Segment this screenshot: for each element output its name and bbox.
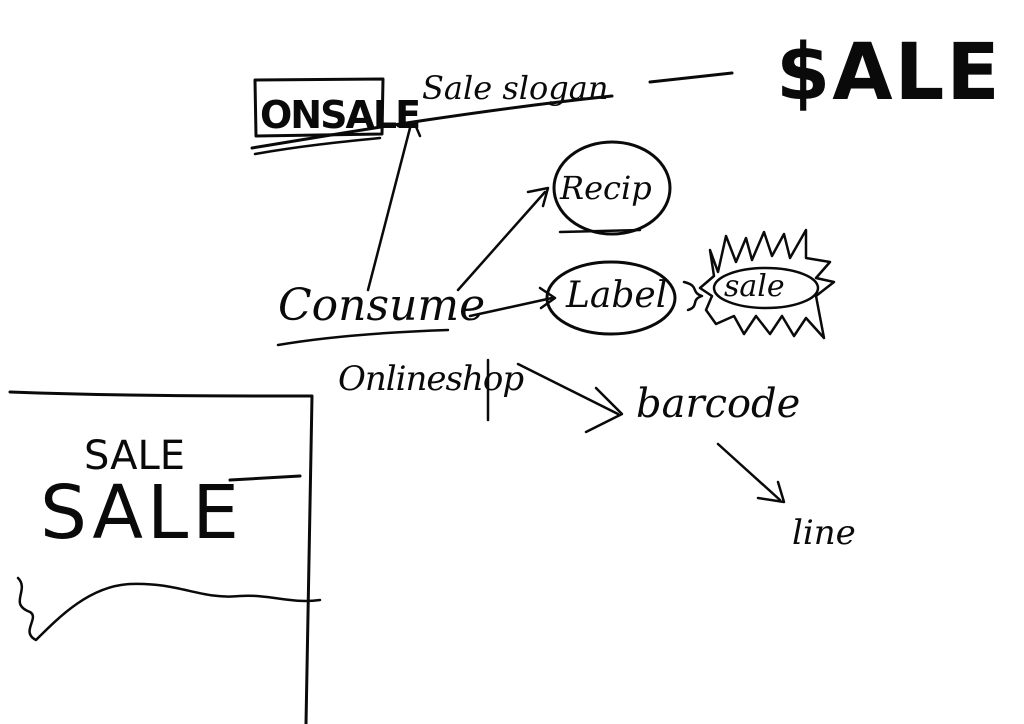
- onsale-label: ONSALE: [260, 93, 421, 137]
- barcode-label: barcode: [636, 381, 801, 427]
- dash-to-big-sale: [648, 71, 734, 84]
- poster-frame: [8, 390, 314, 724]
- arrowhead-consume-label: [538, 286, 557, 310]
- line-label: line: [792, 513, 856, 553]
- arrowhead-onlineshop-barcode: [584, 386, 624, 434]
- recip-tail: [558, 228, 642, 234]
- poster-strike: [228, 474, 302, 482]
- arrow-onlineshop-barcode: [516, 362, 620, 416]
- arrowhead-barcode-line: [756, 480, 786, 504]
- label-node-label: Label: [566, 275, 668, 316]
- sale-burst-label: sale: [724, 269, 785, 304]
- poster-wave: [16, 576, 322, 642]
- sale-burst-ellipse: [712, 266, 820, 310]
- consume-label: Consume: [278, 280, 486, 331]
- label-ellipse: [545, 260, 677, 336]
- slogan-underline: [250, 94, 614, 150]
- arrow-consume-recip: [456, 190, 547, 292]
- arrowhead-consume-recip: [526, 186, 550, 208]
- arrowhead-consume-slogan: [396, 120, 422, 138]
- arrow-consume-label: [468, 296, 554, 318]
- arrow-consume-slogan: [366, 126, 412, 292]
- label-burst-connector: [682, 280, 704, 312]
- sale-slogan-label: Sale slogan: [422, 69, 609, 107]
- big-sale-label: $ALE: [776, 28, 1002, 118]
- poster-sale-large: SALE: [40, 470, 243, 556]
- onsale-underline-2: [253, 136, 382, 156]
- online-shop-label: Onlineshop: [338, 359, 524, 399]
- arrow-barcode-line: [716, 442, 782, 502]
- recip-label: Recip: [560, 169, 652, 207]
- recip-ellipse: [552, 140, 672, 236]
- sale-burst: [698, 228, 836, 340]
- onsale-box: [253, 77, 385, 138]
- poster-sale-small: SALE: [84, 433, 186, 479]
- consume-underline: [276, 328, 450, 347]
